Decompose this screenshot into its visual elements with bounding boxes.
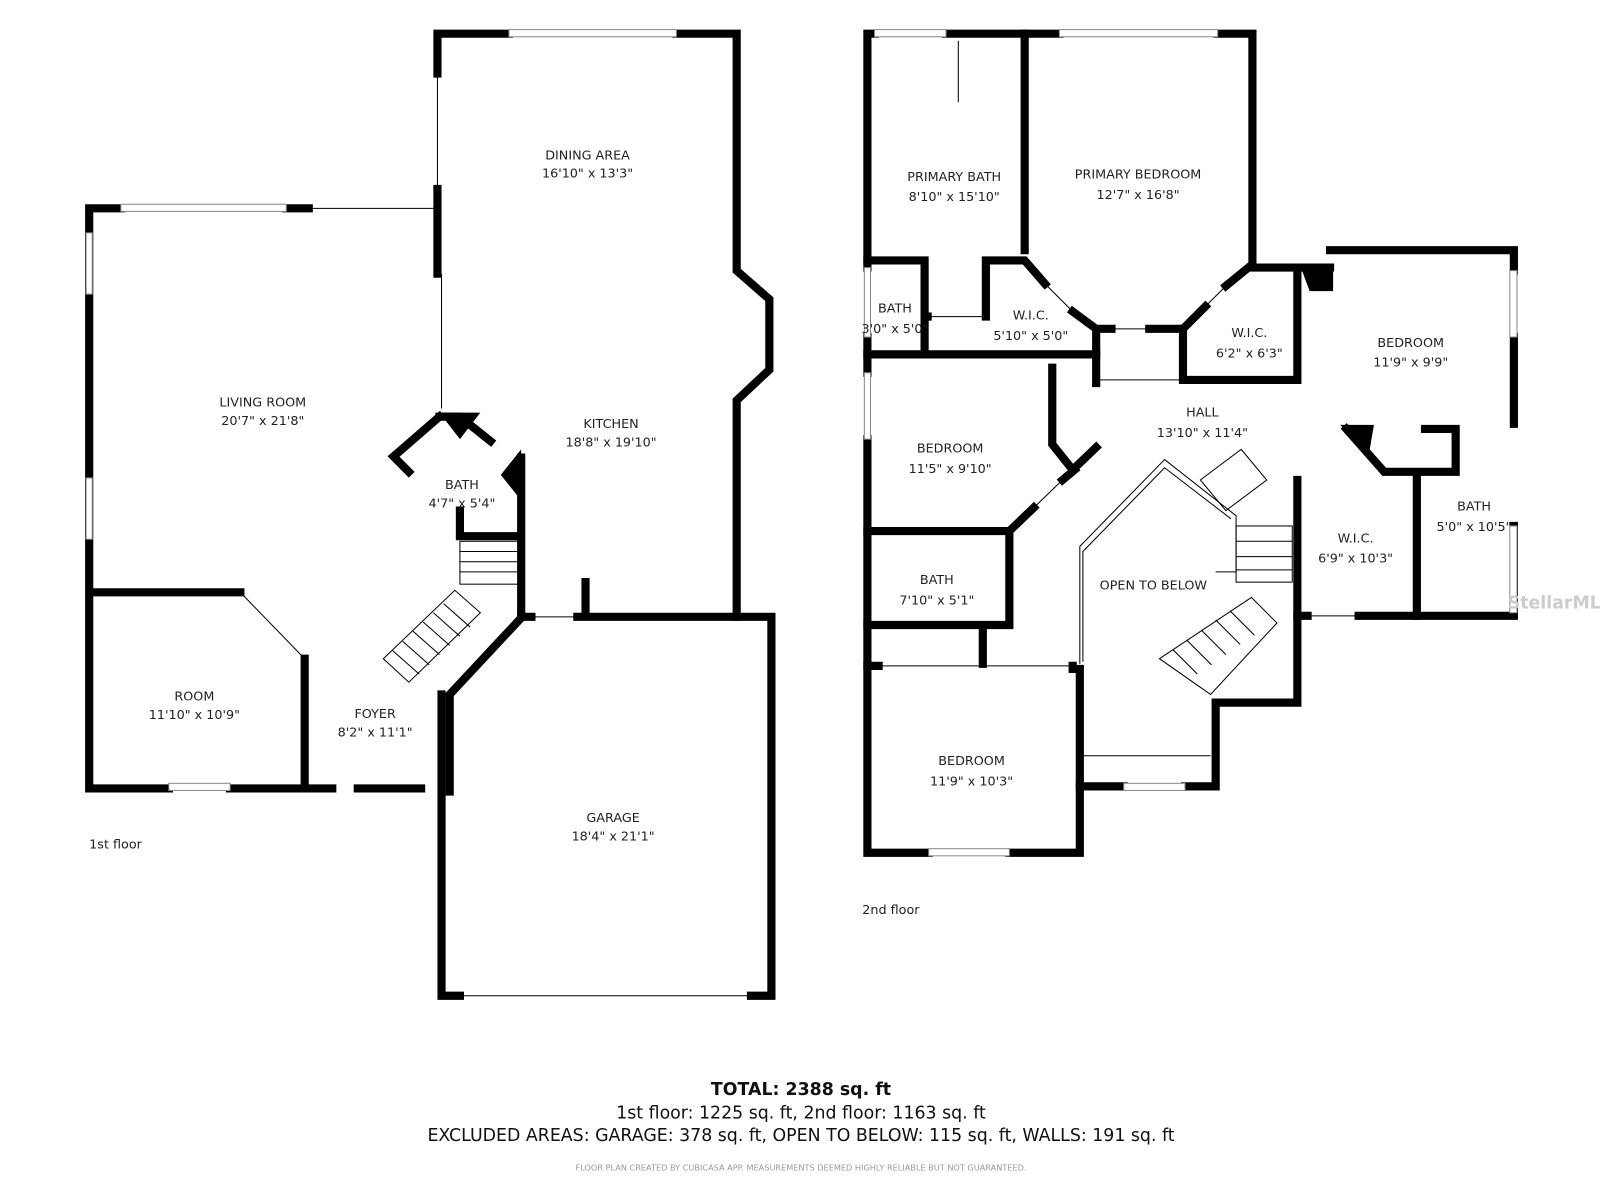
room-labels-2nd-floor: PRIMARY BATH 8'10" x 15'10" PRIMARY BEDR… (862, 168, 1512, 918)
room-size: 13'10" x 11'4" (1157, 426, 1248, 441)
room-name: BEDROOM (917, 441, 984, 456)
room-name: KITCHEN (583, 417, 638, 432)
room-name: GARAGE (586, 811, 639, 826)
watermark: StellarMLS (1508, 594, 1600, 614)
room-size: 18'8" x 19'10" (565, 435, 656, 450)
window (120, 203, 287, 212)
room-name: W.I.C. (1231, 326, 1267, 341)
room-size: 8'10" x 15'10" (909, 190, 1000, 205)
room-size: 11'5" x 9'10" (909, 462, 992, 477)
room-name: PRIMARY BEDROOM (1075, 168, 1201, 183)
window (508, 29, 677, 38)
room-size: 11'9" x 10'3" (930, 774, 1013, 789)
room-labels-1st-floor: DINING AREA 16'10" x 13'3" LIVING ROOM 2… (89, 148, 656, 852)
room-size: 11'10" x 10'9" (149, 708, 240, 723)
window (85, 477, 93, 540)
room-name: HALL (1186, 406, 1219, 421)
room-size: 5'10" x 5'0" (993, 329, 1068, 344)
room-name: BATH (878, 302, 912, 317)
disclaimer: FLOOR PLAN CREATED BY CUBICASA APP. MEAS… (576, 1162, 1027, 1172)
room-name: W.I.C. (1013, 309, 1049, 324)
room-size: 4'7" x 5'4" (429, 497, 496, 512)
room-size: 6'2" x 6'3" (1216, 346, 1283, 361)
second-floor-walls (863, 29, 1518, 857)
room-size: 7'10" x 5'1" (899, 594, 974, 609)
area-summary: TOTAL: 2388 sq. ft 1st floor: 1225 sq. f… (427, 1080, 1174, 1173)
room-size: 20'7" x 21'8" (221, 414, 304, 429)
room-name: BEDROOM (938, 754, 1005, 769)
room-name: PRIMARY BATH (907, 170, 1001, 185)
excluded-areas: EXCLUDED AREAS: GARAGE: 378 sq. ft, OPEN… (427, 1126, 1174, 1146)
room-name: W.I.C. (1338, 531, 1374, 546)
room-name: DINING AREA (545, 148, 630, 163)
room-size: 5'0" x 10'5" (1437, 520, 1512, 535)
room-size: 6'9" x 10'3" (1318, 552, 1393, 567)
total-area: TOTAL: 2388 sq. ft (711, 1080, 891, 1100)
first-floor-walls (85, 29, 776, 1000)
room-name: ROOM (174, 690, 214, 705)
room-name: OPEN TO BELOW (1100, 578, 1208, 593)
room-size: 16'10" x 13'3" (542, 167, 633, 182)
room-name: BATH (1457, 500, 1491, 515)
room-name: BEDROOM (1377, 336, 1444, 351)
room-size: 3'0" x 5'0" (862, 322, 929, 337)
staircase (382, 540, 520, 683)
room-size: 12'7" x 16'8" (1097, 188, 1180, 203)
window (85, 232, 93, 295)
room-name: LIVING ROOM (219, 395, 306, 410)
room-name: BATH (445, 478, 479, 493)
room-name: FOYER (354, 707, 396, 722)
floor-areas: 1st floor: 1225 sq. ft, 2nd floor: 1163 … (616, 1103, 986, 1123)
floor-label: 1st floor (89, 838, 142, 853)
window (168, 782, 231, 791)
staircase-upper (1158, 448, 1293, 696)
room-size: 11'9" x 9'9" (1373, 356, 1448, 371)
room-size: 8'2" x 11'1" (338, 725, 413, 740)
room-size: 18'4" x 21'1" (572, 830, 655, 845)
room-name: BATH (920, 573, 954, 588)
floor-label: 2nd floor (862, 903, 920, 918)
